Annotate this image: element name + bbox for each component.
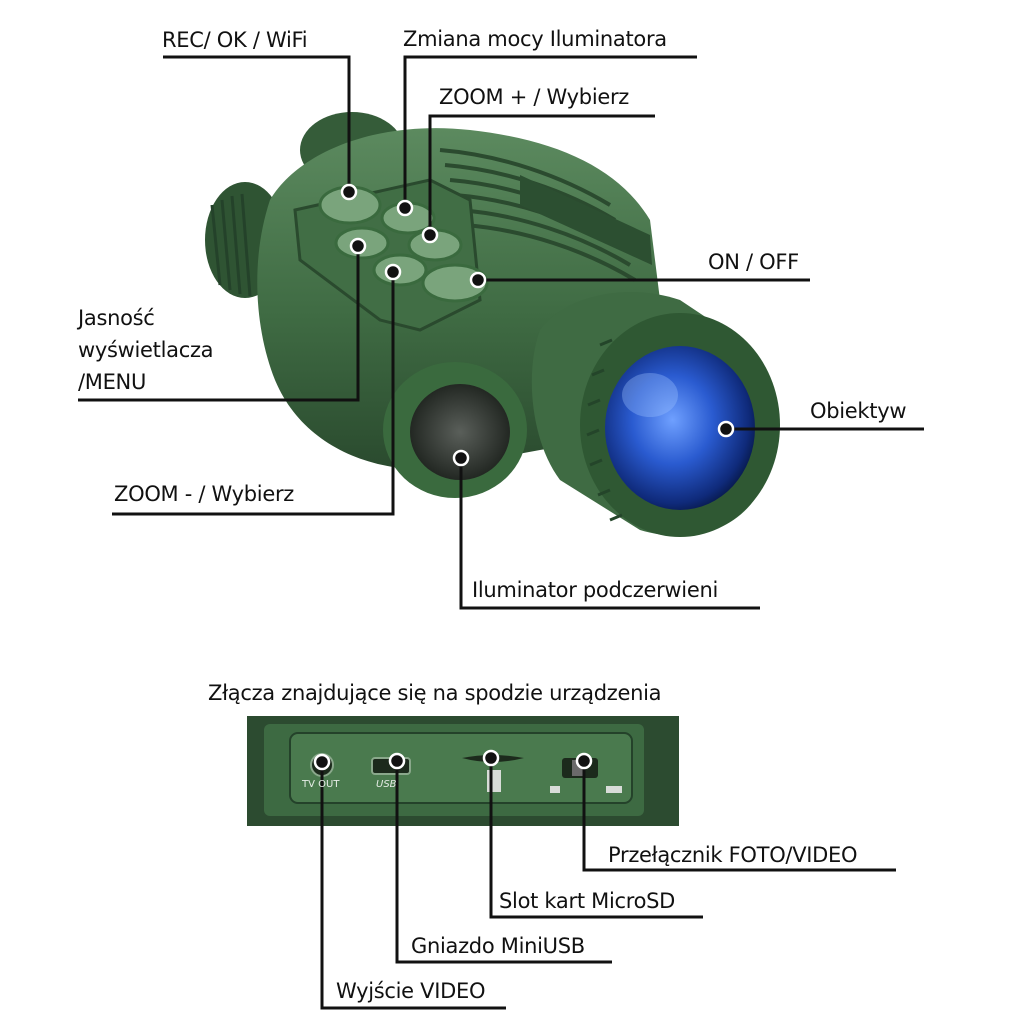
label-display-brightness-line2: wyświetlacza <box>78 338 214 362</box>
bottom-connector-panel <box>247 716 679 826</box>
label-video-output: Wyjście VIDEO <box>336 979 486 1003</box>
power-button <box>421 263 489 303</box>
night-vision-device <box>205 112 780 537</box>
bottom-callout-dots <box>313 749 593 771</box>
top-rail <box>520 175 652 265</box>
callout-lines <box>78 55 924 610</box>
port-label-usb: USB <box>376 779 397 790</box>
label-microsd-slot: Slot kart MicroSD <box>499 889 676 913</box>
label-illuminator-power: Zmiana mocy Iluminatora <box>403 27 667 51</box>
lens-glass <box>605 346 755 510</box>
label-on-off: ON / OFF <box>708 250 799 274</box>
label-display-brightness-line1: Jasność <box>78 306 155 330</box>
label-display-brightness: Jasność wyświetlacza /MENU <box>78 305 214 394</box>
label-photo-video-switch: Przełącznik FOTO/VIDEO <box>608 843 858 867</box>
bottom-panel-title: Złącza znajdujące się na spodzie urządze… <box>208 681 662 705</box>
label-zoom-minus: ZOOM - / Wybierz <box>114 482 295 506</box>
label-zoom-plus: ZOOM + / Wybierz <box>439 85 630 109</box>
port-label-tv-out: TV OUT <box>302 779 340 790</box>
label-lens: Obiektyw <box>810 399 907 423</box>
lens-highlight <box>622 373 678 417</box>
label-rec-ok-wifi: REC/ OK / WiFi <box>162 28 308 52</box>
bottom-callout-lines <box>320 758 896 1010</box>
callout-dots <box>340 183 735 467</box>
label-miniusb-socket: Gniazdo MiniUSB <box>411 934 585 958</box>
ir-illuminator-glass <box>410 384 510 480</box>
lens-knurl <box>586 338 623 522</box>
label-ir-illuminator: Iluminator podczerwieni <box>472 578 719 602</box>
label-display-brightness-line3: /MENU <box>78 370 147 394</box>
